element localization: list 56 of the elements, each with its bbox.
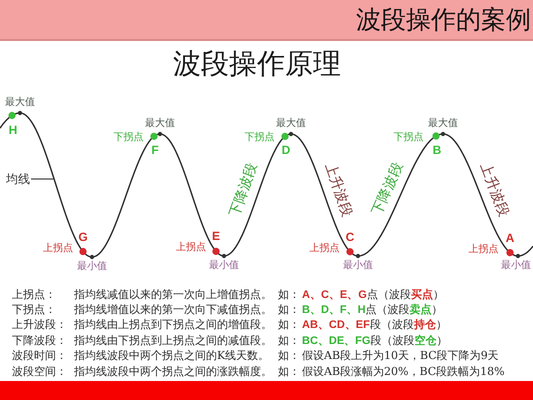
turning-point-label: 下拐点 xyxy=(393,132,424,144)
min-value-label: 最小值 xyxy=(501,260,531,272)
point-letter: G xyxy=(78,229,88,244)
max-value-label: 最大值 xyxy=(276,118,306,130)
term-label: 上拐点： xyxy=(12,288,56,302)
turning-point-label: 下拐点 xyxy=(244,132,274,144)
moving-average-curve xyxy=(0,112,533,258)
diagram-title: 波段操作原理 xyxy=(173,47,341,81)
example-prefix: 如： xyxy=(278,288,300,302)
example-prefix: 如： xyxy=(278,364,300,379)
example-prefix: 如： xyxy=(278,318,300,332)
max-value-label: 最大值 xyxy=(145,118,175,130)
point-letter: E xyxy=(212,229,220,244)
point-letter: A xyxy=(506,230,514,245)
definition-text: 指均线减值以来的第一次向上增值拐点。 xyxy=(74,288,272,302)
leader-line xyxy=(31,178,54,180)
definition-text: 指均线波段中两个拐点之间的涨跌幅度。 xyxy=(74,364,272,379)
term-label: 波段时间： xyxy=(12,349,67,364)
turning-point-label: 下拐点 xyxy=(113,132,144,144)
point-letter: B xyxy=(432,142,442,158)
min-value-label: 最小值 xyxy=(77,261,107,273)
segment-label: 上升波段 xyxy=(476,160,512,220)
point-letter: F xyxy=(151,143,159,158)
turning-point-label: 上拐点 xyxy=(176,242,206,254)
max-value-label: 最大值 xyxy=(5,97,35,109)
segment-label: 下降波段 xyxy=(368,160,407,218)
min-value-label: 最小值 xyxy=(343,260,373,272)
term-label: 波段空间： xyxy=(12,364,67,379)
example-text: 假设AB段涨幅为20%，BC段跌幅为18% xyxy=(302,364,505,379)
definition-text: 指均线波段中两个拐点之间的K线天数。 xyxy=(74,349,270,364)
definition-text: 指均线增值以来的第一次向下减值拐点。 xyxy=(74,303,272,318)
overlay-caption: 波段操作的案例 xyxy=(356,5,531,35)
max-value-label: 最大值 xyxy=(428,118,458,130)
example-text: AB、CD、EF段（波段持仓） xyxy=(302,318,447,332)
turning-point-label: 上拐点 xyxy=(468,244,498,256)
point-letter: H xyxy=(8,122,18,137)
term-label: 下降波段： xyxy=(12,334,67,348)
moving-average-label: 均线 xyxy=(6,172,30,186)
segment-label: 上升波段 xyxy=(320,161,355,220)
term-label: 下拐点： xyxy=(12,303,56,318)
definition-text: 指均线由下拐点到上拐点之间的减值段。 xyxy=(74,334,272,348)
example-text: 假设AB段上升为10天，BC段下降为9天 xyxy=(302,349,499,364)
example-prefix: 如： xyxy=(278,334,300,348)
segment-label: 下降波段 xyxy=(227,161,262,220)
example-prefix: 如： xyxy=(278,349,300,364)
example-text: B、D、F、H点（波段卖点） xyxy=(302,303,443,318)
definition-text: 指均线由上拐点到下拐点之间的增值段。 xyxy=(74,318,272,332)
example-text: A、C、E、G点（波段买点） xyxy=(302,288,444,302)
term-label: 上升波段： xyxy=(12,318,67,332)
turning-point-label: 上拐点 xyxy=(43,242,73,255)
example-prefix: 如： xyxy=(278,303,300,318)
turning-point-label: 上拐点 xyxy=(310,242,340,255)
point-letter: C xyxy=(346,230,354,244)
min-value-label: 最小值 xyxy=(209,260,239,272)
example-text: BC、DE、FG段（波段空仓） xyxy=(302,334,448,348)
point-letter: D xyxy=(282,143,290,158)
